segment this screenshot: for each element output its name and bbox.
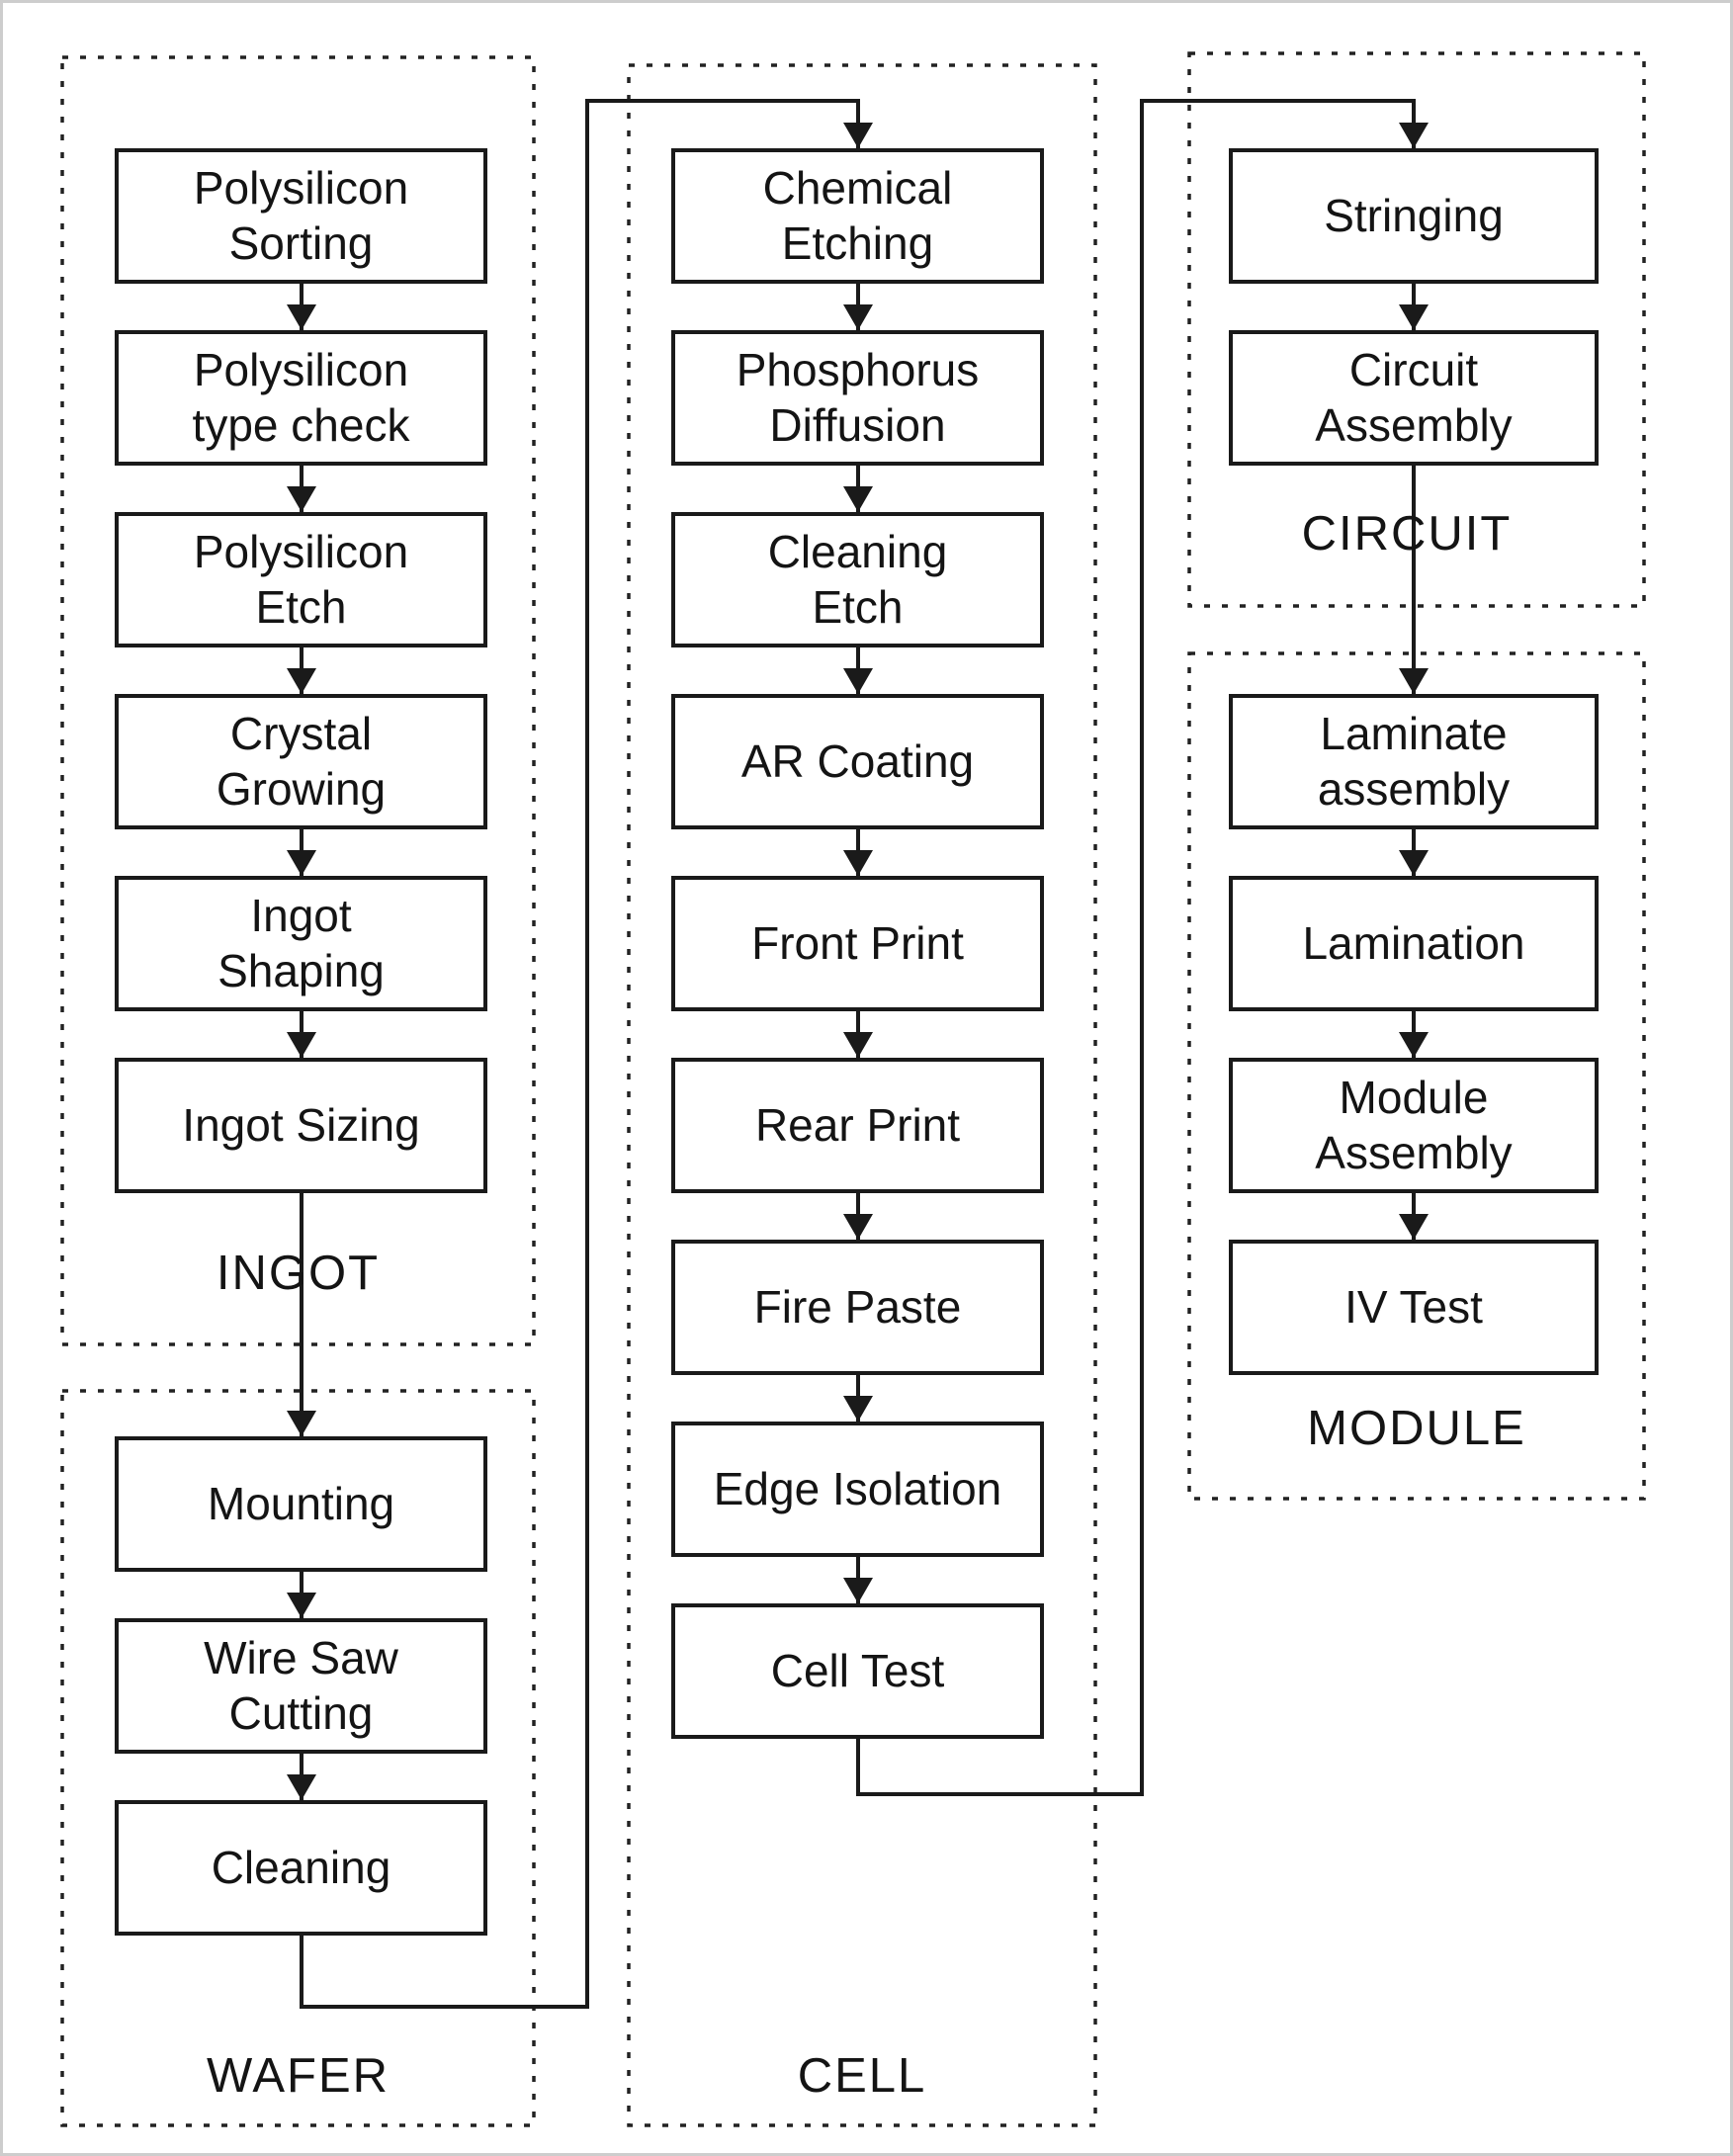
step-lamination: Lamination bbox=[1229, 876, 1599, 1011]
module-group-outline bbox=[1187, 651, 1646, 1501]
step-polysilicon-etch: Polysilicon Etch bbox=[115, 512, 487, 647]
wafer-group-outline bbox=[60, 1389, 536, 2127]
step-label: Circuit Assembly bbox=[1315, 344, 1513, 451]
step-wire-saw-cutting: Wire Saw Cutting bbox=[115, 1618, 487, 1754]
step-module-assembly: Module Assembly bbox=[1229, 1058, 1599, 1193]
step-label: Module Assembly bbox=[1315, 1072, 1513, 1178]
step-label: Mounting bbox=[207, 1477, 395, 1529]
step-iv-test: IV Test bbox=[1229, 1240, 1599, 1375]
step-polysilicon-sorting: Polysilicon Sorting bbox=[115, 148, 487, 284]
step-label: Rear Print bbox=[754, 1098, 961, 1151]
step-polysilicon-type-check: Polysilicon type check bbox=[115, 330, 487, 466]
step-label: Ingot Shaping bbox=[217, 890, 385, 996]
step-label: Chemical Etching bbox=[762, 162, 953, 269]
step-crystal-growing: Crystal Growing bbox=[115, 694, 487, 829]
step-front-print: Front Print bbox=[671, 876, 1044, 1011]
step-label: Lamination bbox=[1302, 916, 1525, 969]
cell-group-outline bbox=[627, 63, 1097, 2127]
step-chemical-etching: Chemical Etching bbox=[671, 148, 1044, 284]
step-label: Stringing bbox=[1324, 189, 1504, 241]
step-phosphorus-diffusion: Phosphorus Diffusion bbox=[671, 330, 1044, 466]
step-fire-paste: Fire Paste bbox=[671, 1240, 1044, 1375]
ingot-group-outline bbox=[60, 55, 536, 1346]
step-stringing: Stringing bbox=[1229, 148, 1599, 284]
step-circuit-assembly: Circuit Assembly bbox=[1229, 330, 1599, 466]
step-label: Wire Saw Cutting bbox=[204, 1632, 398, 1739]
step-rear-print: Rear Print bbox=[671, 1058, 1044, 1193]
step-label: Polysilicon type check bbox=[192, 344, 410, 451]
step-label: AR Coating bbox=[740, 734, 975, 787]
step-label: Phosphorus Diffusion bbox=[736, 344, 980, 451]
step-ar-coating: AR Coating bbox=[671, 694, 1044, 829]
step-label: Cleaning Etch bbox=[767, 526, 948, 633]
step-cell-test: Cell Test bbox=[671, 1603, 1044, 1739]
connector-cleaning-to-chemical-etching bbox=[300, 99, 873, 2009]
step-label: Polysilicon Etch bbox=[193, 526, 409, 633]
step-label: Polysilicon Sorting bbox=[193, 162, 409, 269]
circuit-group-outline bbox=[1187, 51, 1646, 608]
step-label: Front Print bbox=[751, 916, 964, 969]
step-label: Laminate assembly bbox=[1317, 708, 1511, 815]
step-label: Edge Isolation bbox=[713, 1462, 1002, 1514]
step-label: Cell Test bbox=[770, 1644, 945, 1696]
step-mounting: Mounting bbox=[115, 1436, 487, 1572]
connector-cell-test-to-stringing bbox=[856, 99, 1429, 1796]
step-label: Cleaning bbox=[211, 1841, 391, 1893]
step-ingot-sizing: Ingot Sizing bbox=[115, 1058, 487, 1193]
step-cleaning: Cleaning bbox=[115, 1800, 487, 1936]
step-label: Ingot Sizing bbox=[182, 1098, 420, 1151]
step-edge-isolation: Edge Isolation bbox=[671, 1422, 1044, 1557]
step-ingot-shaping: Ingot Shaping bbox=[115, 876, 487, 1011]
step-label: IV Test bbox=[1344, 1280, 1483, 1333]
step-label: Crystal Growing bbox=[216, 708, 387, 815]
step-cleaning-etch: Cleaning Etch bbox=[671, 512, 1044, 647]
step-label: Fire Paste bbox=[753, 1280, 962, 1333]
step-laminate-assembly: Laminate assembly bbox=[1229, 694, 1599, 829]
